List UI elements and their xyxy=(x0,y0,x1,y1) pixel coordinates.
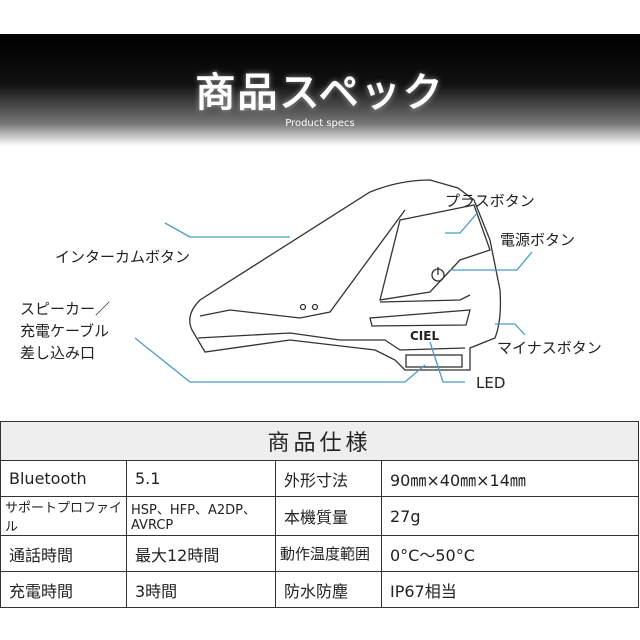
spec-table: 商品仕様 Bluetooth 5.1 外形寸法 90㎜×40㎜×14㎜ サポート… xyxy=(0,421,639,608)
label-led: LED xyxy=(476,374,506,392)
label-power-button: 電源ボタン xyxy=(500,231,576,249)
spec-key: サポートプロファイル xyxy=(0,496,127,536)
spec-value: IP67相当 xyxy=(381,571,639,608)
callout-lines xyxy=(134,211,533,383)
spec-key: 防水防塵 xyxy=(275,571,382,608)
spec-value: 27g xyxy=(381,496,639,536)
page-subtitle: Product specs xyxy=(285,118,355,129)
label-intercom-button: インターカムボタン xyxy=(55,248,191,266)
device-illustration: CIEL xyxy=(134,179,533,383)
device-logo: CIEL xyxy=(410,329,439,343)
spec-key: 外形寸法 xyxy=(275,460,382,497)
spec-value: 90㎜×40㎜×14㎜ xyxy=(381,460,639,497)
table-row: 通話時間 最大12時間 動作温度範囲 0°C〜50°C xyxy=(0,535,639,572)
spec-table-title: 商品仕様 xyxy=(0,421,639,461)
spec-value: 0°C〜50°C xyxy=(381,535,639,572)
header-banner xyxy=(0,34,640,146)
table-row: 充電時間 3時間 防水防塵 IP67相当 xyxy=(0,571,639,608)
spec-value: HSP、HFP、A2DP、AVRCP xyxy=(126,496,276,536)
spec-value: 3時間 xyxy=(126,571,276,608)
label-speaker-2: 充電ケーブル xyxy=(20,322,110,340)
label-speaker-3: 差し込み口 xyxy=(20,344,96,362)
table-row: Bluetooth 5.1 外形寸法 90㎜×40㎜×14㎜ xyxy=(0,460,639,497)
spec-key: 動作温度範囲 xyxy=(275,535,382,572)
spec-value: 最大12時間 xyxy=(126,535,276,572)
spec-key: 充電時間 xyxy=(0,571,127,608)
label-plus-button: プラスボタン xyxy=(445,192,535,210)
page-title: 商品スペック xyxy=(195,70,445,116)
spec-value: 5.1 xyxy=(126,460,276,497)
label-speaker-1: スピーカー／ xyxy=(20,300,111,318)
label-minus-button: マイナスボタン xyxy=(497,339,602,357)
spec-key: Bluetooth xyxy=(0,460,127,497)
device-outline xyxy=(189,179,502,371)
table-row: サポートプロファイル HSP、HFP、A2DP、AVRCP 本機質量 27g xyxy=(0,496,639,536)
spec-key: 本機質量 xyxy=(275,496,382,536)
spec-key: 通話時間 xyxy=(0,535,127,572)
